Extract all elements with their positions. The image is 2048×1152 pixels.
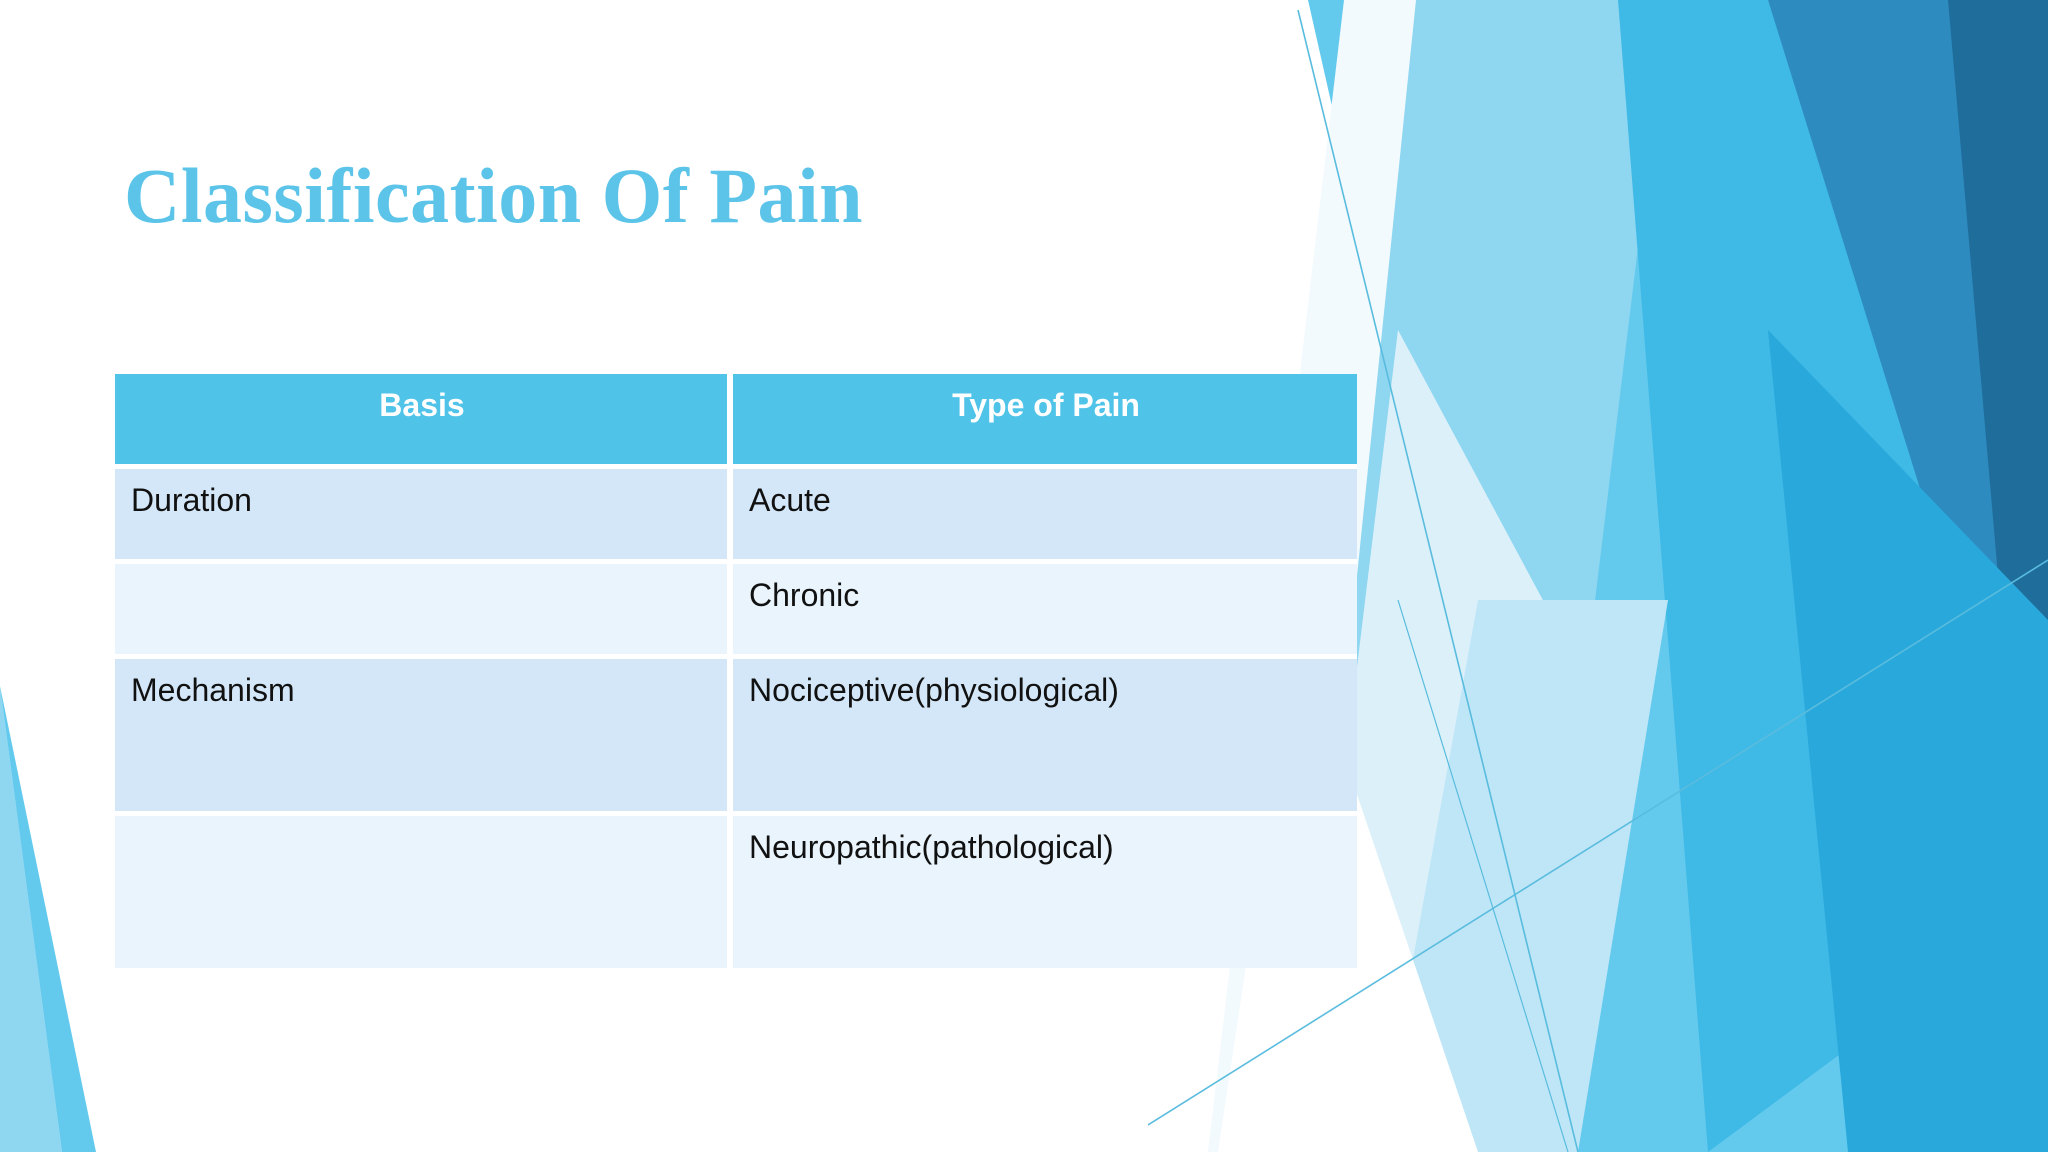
page-title: Classification Of Pain: [124, 152, 864, 240]
table-row: Duration Acute: [115, 469, 1357, 564]
deco-shape-10: [1378, 600, 1668, 1152]
deco-shape-6: [1618, 0, 2048, 1152]
deco-shape-3: [1768, 0, 2048, 1152]
classification-of-pain-table: Basis Type of Pain Duration Acute Chroni…: [115, 374, 1357, 968]
table-row: Chronic: [115, 564, 1357, 659]
cell-basis-empty-2: [115, 816, 733, 968]
deco-shape-2: [1848, 0, 2048, 620]
column-header-basis: Basis: [115, 374, 733, 469]
table-header-row: Basis Type of Pain: [115, 374, 1357, 469]
table-row: Neuropathic(pathological): [115, 816, 1357, 968]
column-header-type-of-pain: Type of Pain: [733, 374, 1357, 469]
cell-type-neuropathic: Neuropathic(pathological): [733, 816, 1357, 968]
deco-shape-1: [1708, 0, 2048, 1152]
deco-shape-4: [1308, 0, 2008, 1152]
table-row: Mechanism Nociceptive(physiological): [115, 659, 1357, 816]
cell-type-nociceptive: Nociceptive(physiological): [733, 659, 1357, 816]
cell-basis-mechanism: Mechanism: [115, 659, 733, 816]
cell-type-chronic: Chronic: [733, 564, 1357, 659]
cell-basis-empty-1: [115, 564, 733, 659]
deco-shape-7: [1768, 330, 2048, 1152]
cell-type-acute: Acute: [733, 469, 1357, 564]
cell-basis-duration: Duration: [115, 469, 733, 564]
deco-hairline-3: [1397, 599, 1569, 1152]
deco-shape-left-1: [0, 686, 62, 1152]
deco-shape-left-2: [0, 686, 96, 1152]
